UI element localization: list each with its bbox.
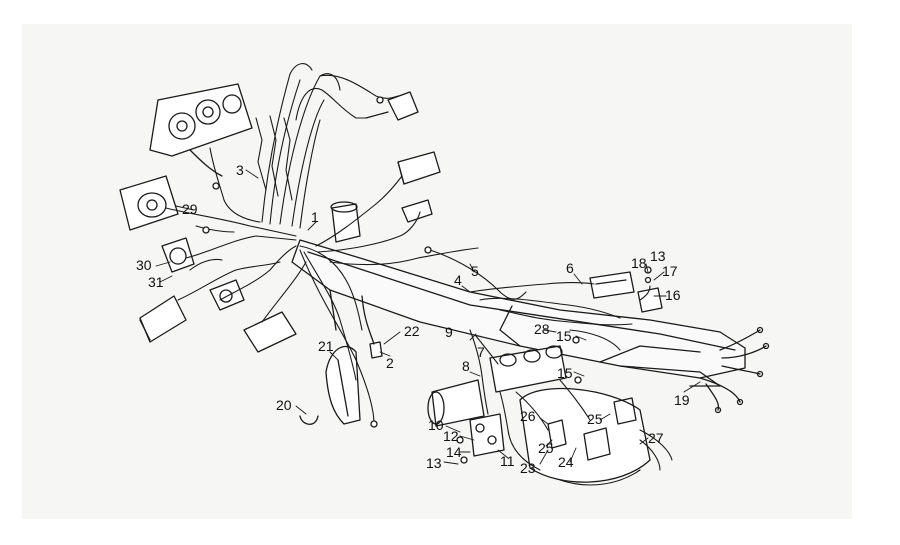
battery-terminal-block: [469, 413, 505, 457]
connectors: [202, 96, 652, 464]
brake-lamp-switch: [401, 199, 433, 223]
callout-2: 2: [386, 355, 394, 371]
rear-electrical-box: [519, 387, 651, 483]
horn: [161, 237, 195, 273]
callout-8: 8: [462, 358, 470, 374]
cable-clip: [299, 415, 319, 425]
callout-4: 4: [454, 272, 462, 288]
callout-28: 28: [534, 321, 550, 337]
callout-1: 1: [311, 209, 319, 225]
callout-7: 7: [477, 344, 485, 360]
callout-18: 18: [631, 255, 647, 271]
callout-26: 26: [520, 408, 536, 424]
callout-9: 9: [445, 324, 453, 340]
voltage-regulator: [589, 271, 635, 299]
callout-27: 27: [648, 430, 664, 446]
callout-6: 6: [566, 260, 574, 276]
callout-12: 12: [443, 428, 459, 444]
callout-24: 24: [558, 454, 574, 470]
callout-10: 10: [428, 417, 444, 433]
leader-lines: [155, 169, 701, 465]
callout-23: 23: [520, 460, 536, 476]
callout-15-lower: 15: [557, 365, 573, 381]
starter-motor: [427, 379, 485, 427]
callout-13-bottom: 13: [426, 455, 442, 471]
mudguard-bracket: [325, 346, 361, 425]
callout-15-upper: 15: [556, 328, 572, 344]
left-handlebar-switch: [209, 279, 245, 311]
callout-3: 3: [236, 162, 244, 178]
wire-bundles: [165, 63, 673, 486]
callout-25-right: 25: [587, 411, 603, 427]
callout-31: 31: [148, 274, 164, 290]
instrument-cluster: [149, 83, 253, 177]
callout-30: 30: [136, 257, 152, 273]
callout-29: 29: [182, 201, 198, 217]
callout-16: 16: [665, 287, 681, 303]
callout-11: 11: [500, 453, 515, 469]
callout-13-top: 13: [650, 248, 666, 264]
front-horn: [243, 311, 297, 353]
callout-14: 14: [446, 444, 462, 460]
callout-22: 22: [404, 323, 420, 339]
headlight: [119, 175, 179, 231]
rear-tail-wiring: [699, 326, 770, 414]
steering-head: [330, 201, 361, 243]
callout-5: 5: [471, 263, 479, 279]
callout-labels: 1 2 3 4 5 6 7 8 9 10 11 12 13 13 14 15 1…: [136, 162, 690, 476]
callout-17: 17: [662, 263, 678, 279]
callout-19: 19: [674, 392, 690, 408]
callout-20: 20: [276, 397, 292, 413]
relay: [637, 287, 663, 313]
right-handlebar-switch: [365, 91, 419, 121]
ignition-coils: [489, 345, 567, 393]
callout-21: 21: [318, 338, 334, 354]
fuse-holder: [361, 295, 383, 359]
front-right-indicator: [397, 151, 441, 185]
front-left-indicator: [139, 295, 187, 343]
callout-25-left: 25: [538, 440, 554, 456]
